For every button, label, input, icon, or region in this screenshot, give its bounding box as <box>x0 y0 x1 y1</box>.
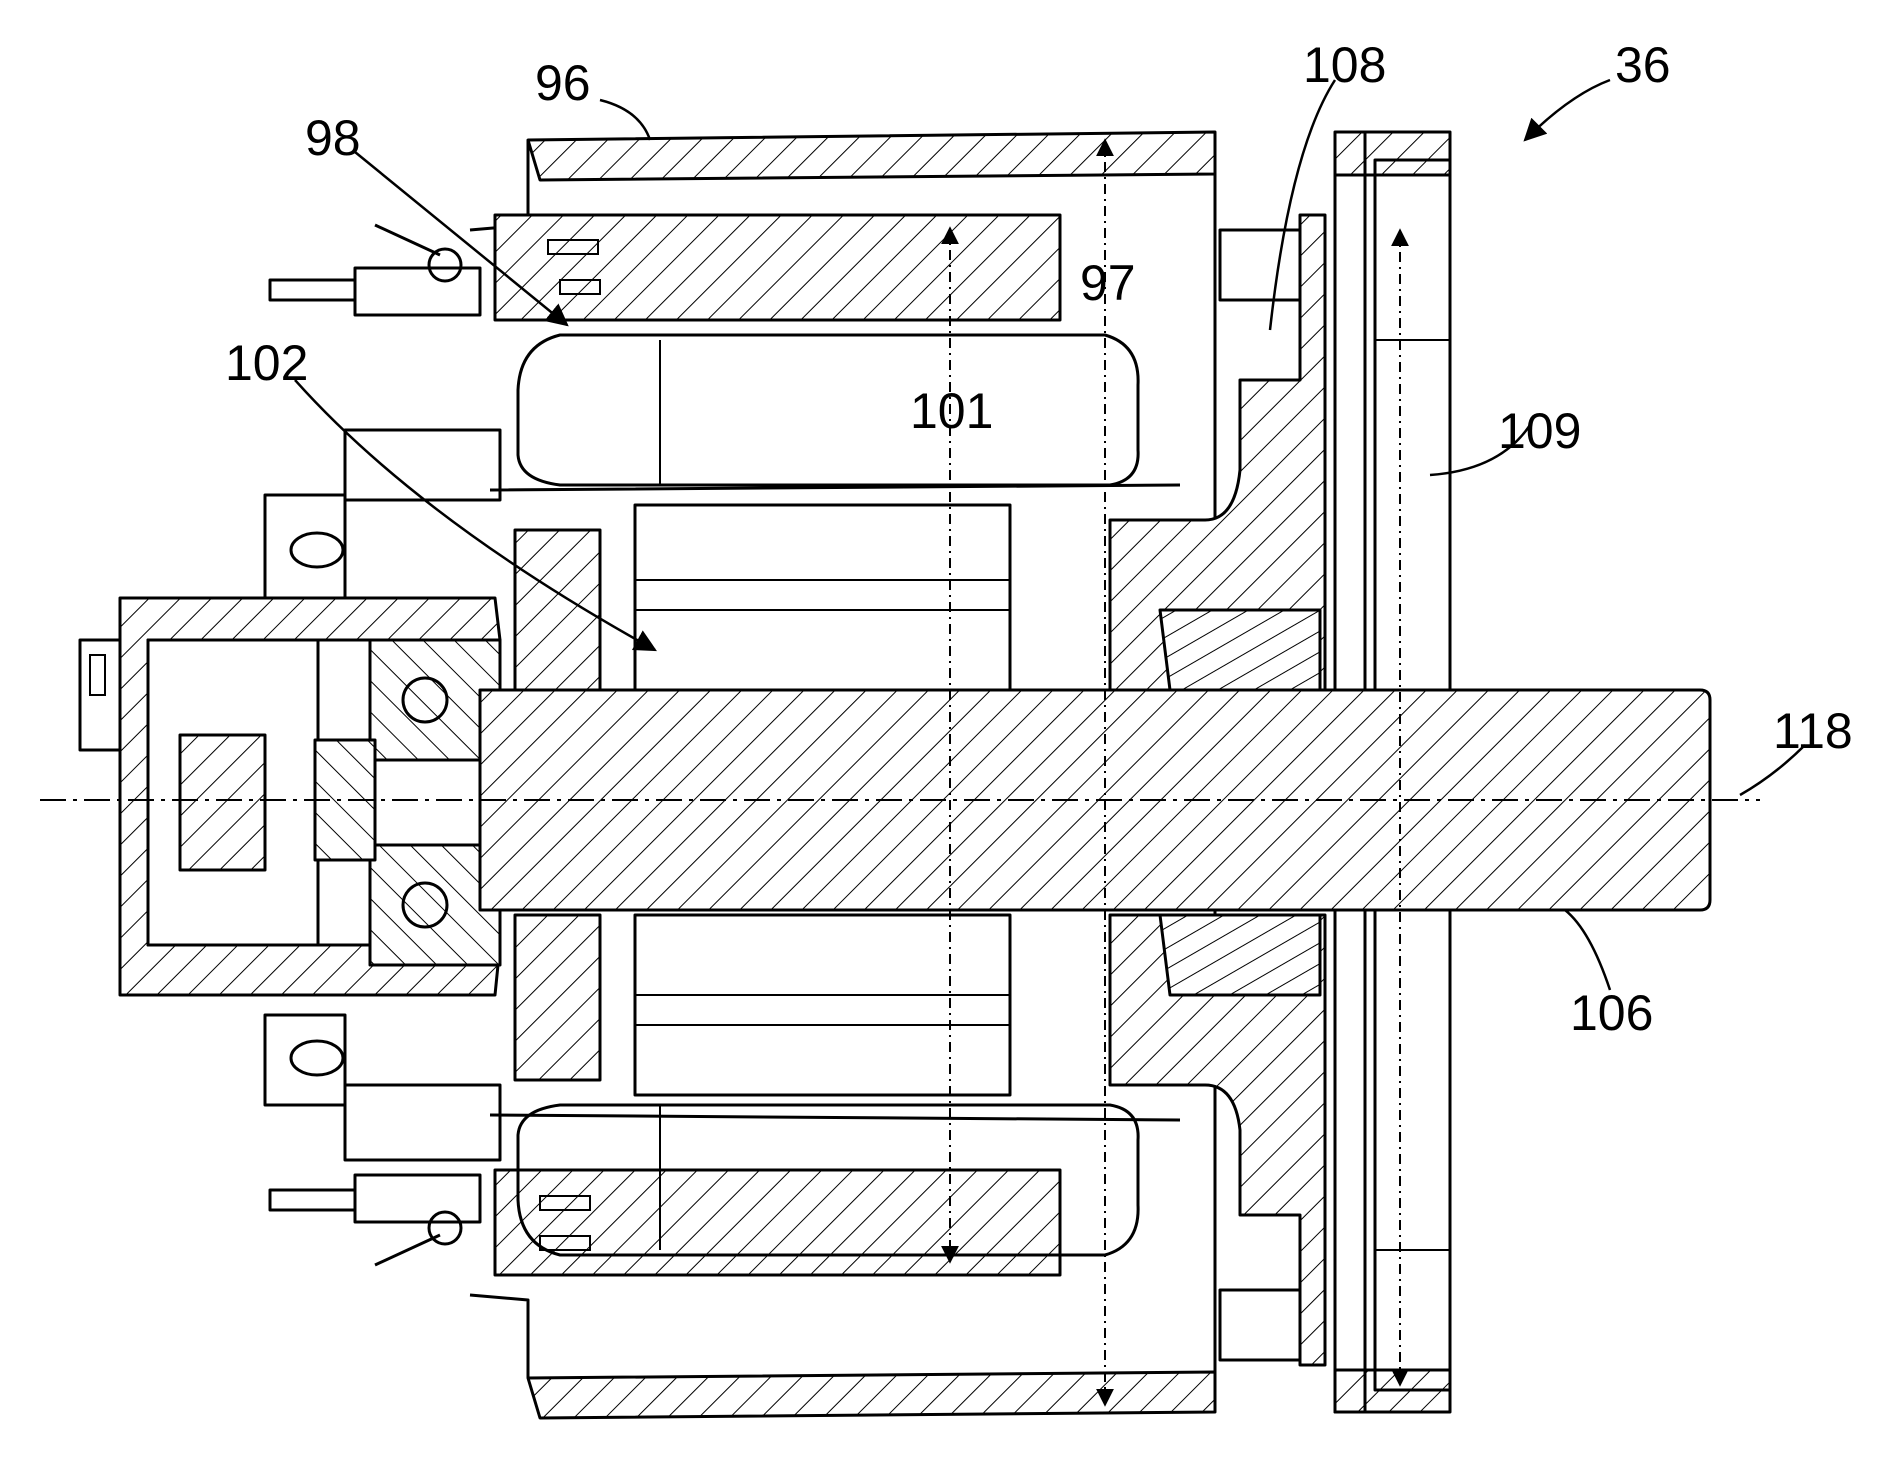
label-101: 101 <box>910 383 993 439</box>
label-118: 118 <box>1773 703 1853 759</box>
label-108: 108 <box>1303 37 1386 93</box>
front-bracket <box>265 430 500 1160</box>
label-109: 109 <box>1498 403 1581 459</box>
label-96: 96 <box>535 55 591 111</box>
label-102: 102 <box>225 335 308 391</box>
label-98: 98 <box>305 110 361 166</box>
label-106: 106 <box>1570 985 1653 1041</box>
label-36: 36 <box>1615 37 1671 93</box>
commutator-end <box>180 735 375 870</box>
label-97: 97 <box>1080 255 1136 311</box>
